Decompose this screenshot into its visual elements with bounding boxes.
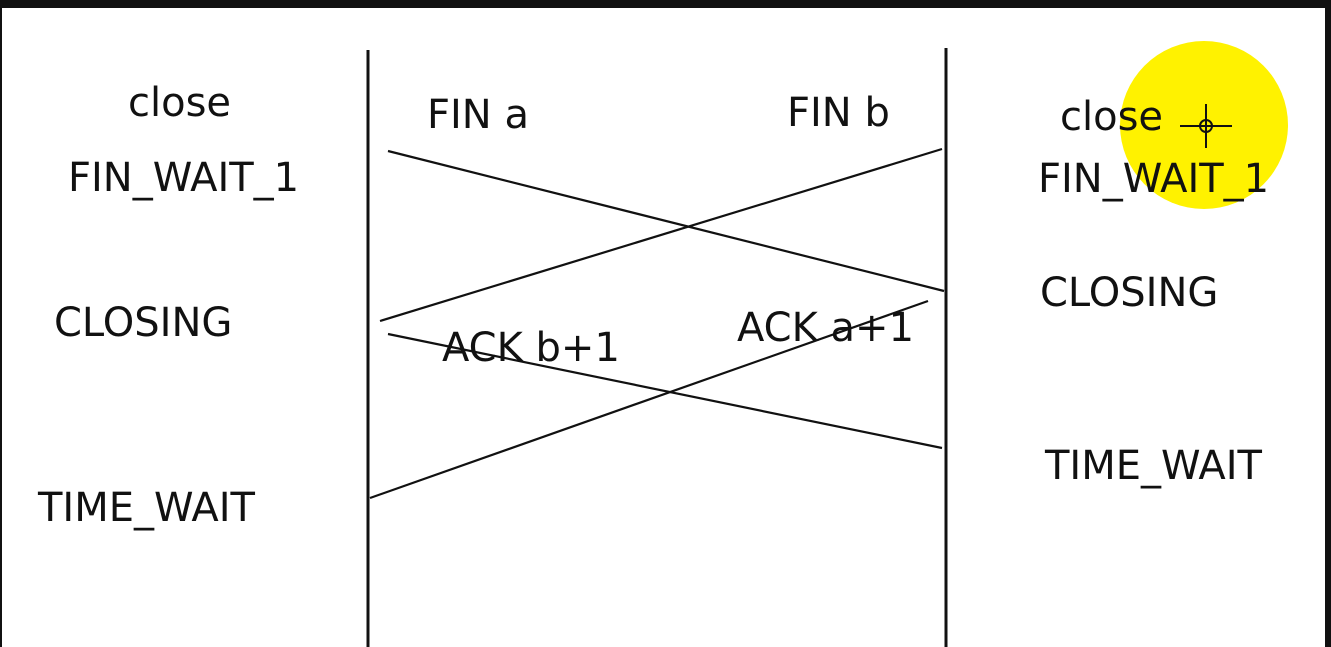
ack-b-label: ACK b+1 (442, 325, 620, 371)
right-state-close: close (1060, 94, 1163, 140)
right-state-closing: CLOSING (1040, 270, 1218, 316)
fin-b-label: FIN b (787, 90, 890, 136)
crosshair-icon (1180, 104, 1232, 148)
left-state-time-wait: TIME_WAIT (37, 485, 256, 531)
left-state-fin-wait-1: FIN_WAIT_1 (68, 155, 299, 201)
right-state-fin-wait-1: FIN_WAIT_1 (1038, 156, 1269, 202)
fin-b-line (379, 147, 943, 323)
ack-a-line (369, 299, 929, 500)
fin-a-label: FIN a (427, 92, 529, 138)
right-state-time-wait: TIME_WAIT (1044, 443, 1263, 489)
ack-b-line (387, 332, 943, 450)
diagram-canvas: close FIN_WAIT_1 CLOSING TIME_WAIT FIN a… (2, 8, 1325, 647)
left-state-closing: CLOSING (54, 300, 232, 346)
fin-a-line (387, 149, 945, 293)
left-state-close: close (128, 80, 231, 126)
tcp-close-diagram: close FIN_WAIT_1 CLOSING TIME_WAIT FIN a… (37, 41, 1288, 647)
ack-a-label: ACK a+1 (737, 305, 914, 351)
